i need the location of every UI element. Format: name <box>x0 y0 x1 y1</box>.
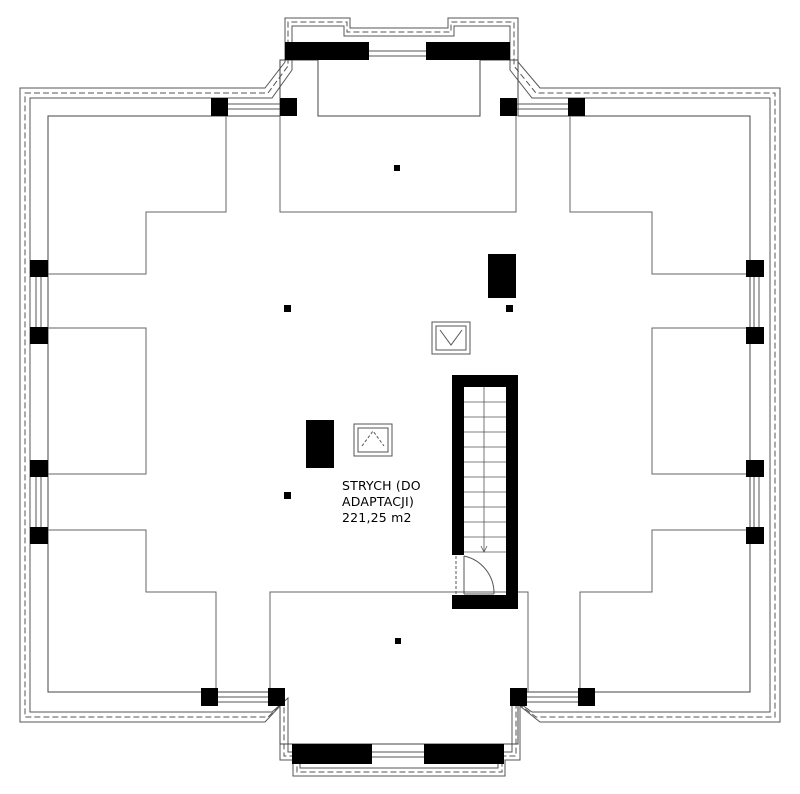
pillar-left-4 <box>30 527 48 544</box>
pillar-left-3 <box>30 460 48 477</box>
pillar-top-2 <box>280 98 297 116</box>
pillar-bottom-1 <box>201 688 218 706</box>
window-bottom-bay <box>372 751 424 758</box>
pillar-bottom-4 <box>578 688 595 706</box>
pillar-top-left-bay <box>285 42 369 60</box>
outer-wall-outer-line <box>19 17 781 777</box>
window-top-left <box>228 103 280 110</box>
chimneys-and-posts <box>284 165 516 644</box>
pillar-top-3 <box>500 98 517 116</box>
stair-direction-arrow <box>480 545 488 553</box>
outer-wall-inner-line <box>29 25 771 769</box>
pillar-right-2 <box>746 327 764 344</box>
pillar-right-3 <box>746 460 764 477</box>
chimney-upper-right <box>488 254 516 298</box>
window-left-lower <box>35 477 42 527</box>
window-top-right <box>517 103 568 110</box>
roof-window-2 <box>353 423 393 457</box>
staircase <box>452 375 518 609</box>
post-left-upper <box>284 305 291 312</box>
pillar-bottom-2 <box>268 688 285 706</box>
room-label: STRYCH (DO ADAPTACJI) 221,25 m2 <box>342 478 421 526</box>
knee-wall-contour <box>48 116 750 692</box>
stair-door <box>455 555 495 595</box>
pillar-right-4 <box>746 527 764 544</box>
room-name-line-2: ADAPTACJI) <box>342 494 415 509</box>
pillar-left-1 <box>30 260 48 277</box>
pillar-bottom-left-bay <box>292 744 372 764</box>
window-left-upper <box>35 277 42 327</box>
window-right-upper <box>753 277 760 327</box>
post-left-lower <box>284 492 291 499</box>
post-top <box>394 165 400 171</box>
pillar-top-4 <box>568 98 585 116</box>
chimney-center-left <box>306 420 334 468</box>
window-bottom-left <box>218 696 268 703</box>
stair-treads <box>464 387 506 553</box>
window-top-bay <box>369 50 426 57</box>
window-right-lower <box>753 477 760 527</box>
pillar-bottom-right-bay <box>424 744 504 764</box>
post-bottom <box>395 638 401 644</box>
windows <box>35 50 760 758</box>
roof-window-1 <box>431 321 471 355</box>
window-bottom-right <box>527 696 578 703</box>
post-right-upper <box>506 305 513 312</box>
room-area: 221,25 m2 <box>342 510 412 525</box>
pillar-bottom-3 <box>510 688 527 706</box>
roof-windows <box>353 321 471 457</box>
outer-walls <box>19 17 781 777</box>
outer-wall-dashed-insulation <box>24 21 776 773</box>
pillar-left-2 <box>30 327 48 344</box>
stair-enclosure-wall <box>452 375 518 609</box>
pillar-right-1 <box>746 260 764 277</box>
room-name-line-1: STRYCH (DO <box>342 478 421 493</box>
pillar-top-1 <box>211 98 228 116</box>
pillar-top-right-bay <box>426 42 510 60</box>
wall-pillars <box>30 42 764 764</box>
